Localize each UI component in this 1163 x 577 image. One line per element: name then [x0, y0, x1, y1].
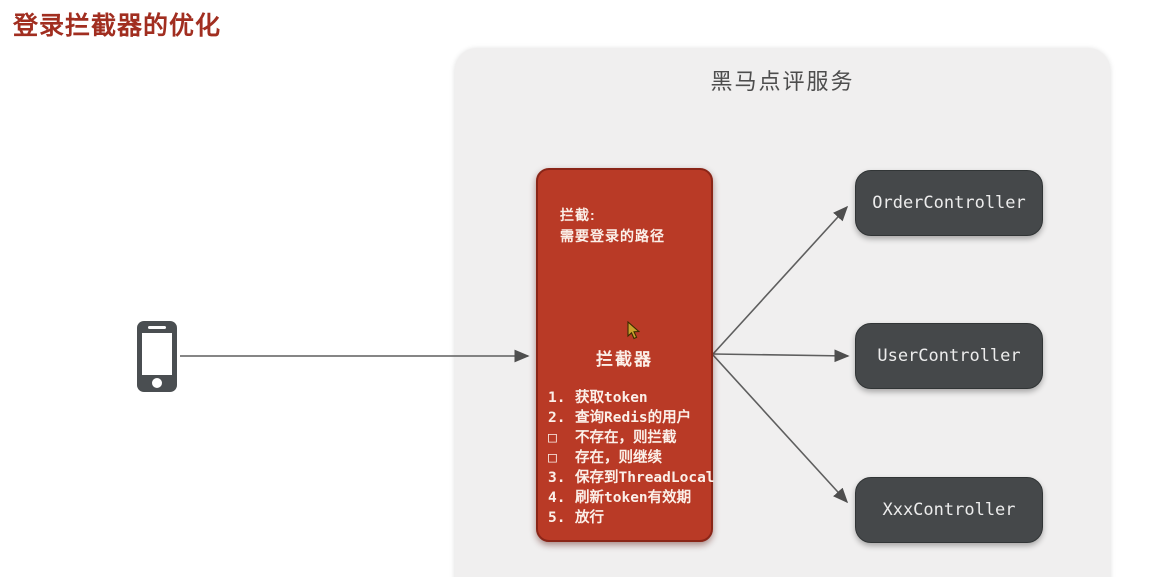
list-item: 1. 获取token — [546, 388, 709, 408]
step-text: 不存在，则拦截 — [575, 430, 677, 446]
step-text: 保存到ThreadLocal — [575, 470, 715, 486]
controller-label: UserController — [877, 346, 1021, 366]
step-text: 获取token — [575, 390, 648, 406]
arrow-interceptor-to-xxxcontroller — [712, 354, 849, 504]
list-item: 4. 刷新token有效期 — [546, 488, 709, 508]
phone-speaker — [148, 326, 166, 329]
controller-label: OrderController — [872, 193, 1026, 213]
page-title: 登录拦截器的优化 — [13, 12, 222, 40]
order-controller-box: OrderController — [855, 170, 1043, 236]
list-item: 3. 保存到ThreadLocal — [546, 468, 715, 488]
arrow-interceptor-to-usercontroller — [712, 349, 850, 363]
step-bullet-checkbox: □ — [548, 430, 557, 446]
step-bullet: 2. — [548, 410, 566, 426]
interceptor-name: 拦截器 — [596, 350, 653, 369]
step-bullet-checkbox: □ — [548, 450, 557, 466]
list-item: □ 不存在，则拦截 — [546, 428, 709, 448]
interceptor-box: 拦截: 需要登录的路径 拦截器 1. 获取token 2. 查询Redis的用户… — [536, 168, 715, 542]
xxx-controller-box: XxxController — [855, 477, 1043, 543]
step-bullet: 4. — [548, 490, 566, 506]
smartphone-icon — [137, 321, 177, 392]
interceptor-header: 拦截: 需要登录的路径 — [560, 205, 665, 247]
step-text: 存在，则继续 — [575, 450, 662, 466]
interceptor-header-line2: 需要登录的路径 — [560, 228, 665, 244]
interceptor-steps: 1. 获取token 2. 查询Redis的用户 □ 不存在，则拦截 □ 存在，… — [546, 388, 715, 528]
user-controller-box: UserController — [855, 323, 1043, 389]
controller-label: XxxController — [882, 500, 1016, 520]
step-bullet: 5. — [548, 510, 566, 526]
arrow-interceptor-to-ordercontroller — [712, 205, 849, 355]
step-bullet: 3. — [548, 470, 566, 486]
list-item: 2. 查询Redis的用户 — [546, 408, 709, 428]
step-text: 放行 — [575, 510, 604, 526]
step-text: 查询Redis的用户 — [575, 410, 692, 426]
mouse-pointer-icon — [627, 321, 641, 340]
interceptor-header-line1: 拦截: — [560, 207, 596, 223]
phone-screen — [142, 333, 172, 375]
phone-home-button — [152, 378, 162, 388]
list-item: 5. 放行 — [546, 508, 709, 528]
list-item: □ 存在，则继续 — [546, 448, 709, 468]
step-bullet: 1. — [548, 390, 566, 406]
service-panel-title: 黑马点评服务 — [710, 69, 855, 94]
step-text: 刷新token有效期 — [575, 490, 692, 506]
